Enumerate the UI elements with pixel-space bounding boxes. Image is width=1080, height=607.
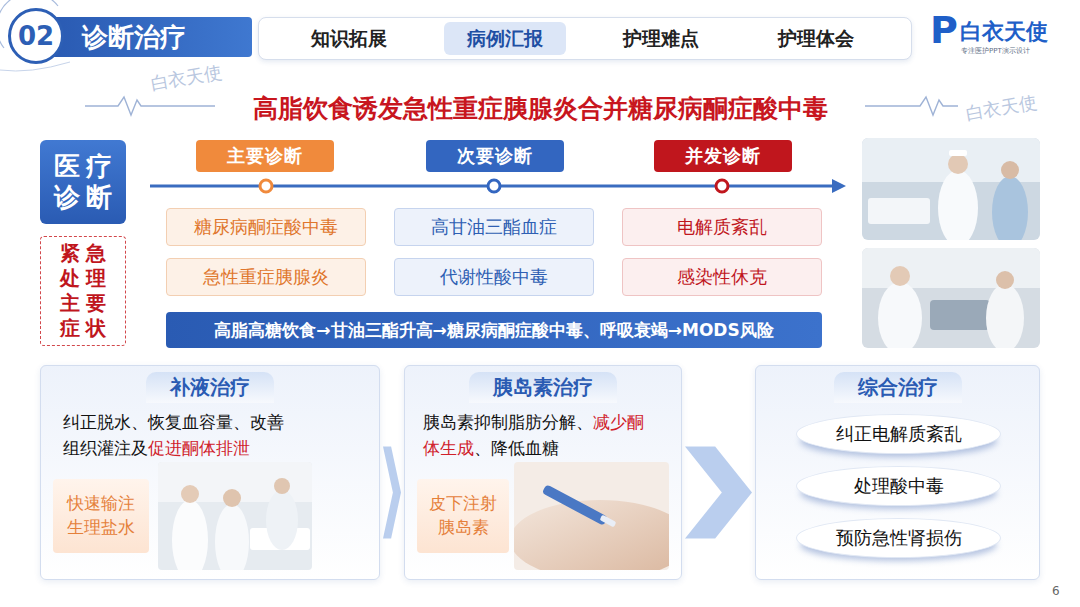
nav-bar: 知识拓展 护理难点 护理体会 病例汇报 — [258, 17, 912, 60]
nav-tab: 护理难点 — [623, 26, 699, 52]
node-text: 快速输注生理盐水 — [66, 492, 136, 540]
ward-photo — [862, 248, 1040, 348]
timeline-arrow — [150, 179, 846, 193]
node-text: 皮下注射胰岛素 — [428, 492, 498, 540]
ward-photo — [862, 138, 1040, 240]
body-text: 、降低血糖 — [474, 438, 559, 458]
diagnosis-box: 代谢性酸中毒 — [394, 258, 594, 296]
category-pill: 并发诊断 — [654, 140, 792, 172]
node-text: 电解质紊乱 — [677, 215, 767, 239]
node-text: 感染性休克 — [677, 265, 767, 289]
diagnosis-box: 电解质紊乱 — [622, 208, 822, 246]
node-text: 医疗诊断 — [47, 151, 119, 213]
node-text: 病例汇报 — [467, 26, 543, 52]
insulin-photo — [514, 462, 669, 570]
node-text: 代谢性酸中毒 — [440, 265, 548, 289]
panel-title: 综合治疗 — [834, 372, 962, 403]
node-text: 主要诊断 — [227, 144, 303, 168]
measure-pill: 纠正电解质紊乱 — [796, 414, 1001, 454]
diagnosis-box: 感染性休克 — [622, 258, 822, 296]
watermark: 白衣天使 — [148, 60, 223, 96]
flow-chevron — [383, 447, 401, 539]
node-text: 处理酸中毒 — [854, 474, 944, 498]
section-number: 02 — [8, 8, 64, 64]
node-text: 预防急性肾损伤 — [836, 526, 962, 550]
node-text: 02 — [18, 21, 54, 51]
node-text: 紧急处理主要症状 — [53, 241, 113, 341]
node-text: 高脂高糖饮食→甘油三酯升高→糖尿病酮症酸中毒、呼吸衰竭→MODS风险 — [214, 319, 773, 342]
panel-body: 胰岛素抑制脂肪分解、减少酮体生成、降低血糖 — [423, 410, 658, 461]
header-decor — [0, 0, 70, 71]
node-text: 并发诊断 — [685, 144, 761, 168]
diagnosis-box: 高甘油三酯血症 — [394, 208, 594, 246]
node-text: 高甘油三酯血症 — [431, 215, 557, 239]
logo-mark: P — [930, 8, 958, 52]
section-title-band: 诊断治疗 — [36, 17, 252, 57]
logo-name: 白衣天使 — [960, 17, 1048, 47]
highlight-text: 促进酮体排泄 — [148, 438, 250, 458]
diagnosis-box: 急性重症胰腺炎 — [166, 258, 366, 296]
category-pill: 主要诊断 — [196, 140, 334, 172]
node-text: 急性重症胰腺炎 — [203, 265, 329, 289]
nav-tab-active: 病例汇报 — [444, 22, 566, 55]
panel-title: 补液治疗 — [146, 372, 274, 403]
watermark: 白衣天使 — [963, 90, 1038, 126]
node-text: 诊断治疗 — [82, 20, 186, 55]
panel-title: 胰岛素治疗 — [469, 372, 617, 403]
panel-body: 纠正脱水、恢复血容量、改善组织灌注及促进酮体排泄 — [63, 410, 298, 461]
node-text: 次要诊断 — [457, 144, 533, 168]
diagnosis-box: 糖尿病酮症酸中毒 — [166, 208, 366, 246]
treatment-panel: 综合治疗纠正电解质紊乱处理酸中毒预防急性肾损伤 — [755, 365, 1040, 580]
node-text: 纠正电解质紊乱 — [836, 422, 962, 446]
method-tag: 皮下注射胰岛素 — [417, 479, 509, 553]
nav-tab: 知识拓展 — [311, 26, 387, 52]
node-text: 糖尿病酮症酸中毒 — [194, 215, 338, 239]
body-text: 胰岛素抑制脂肪分解、 — [423, 412, 593, 432]
measure-pill: 处理酸中毒 — [796, 466, 1001, 506]
treatment-panel: 胰岛素治疗胰岛素抑制脂肪分解、减少酮体生成、降低血糖皮下注射胰岛素 — [404, 365, 682, 580]
flow-chevron — [685, 447, 752, 539]
slide-title: 高脂饮食诱发急性重症胰腺炎合并糖尿病酮症酸中毒 — [0, 92, 1080, 125]
logo-slogan: 专注医护PPT演示设计 — [961, 46, 1030, 56]
pathway-band: 高脂高糖饮食→甘油三酯升高→糖尿病酮症酸中毒、呼吸衰竭→MODS风险 — [166, 312, 822, 348]
infusion-photo — [158, 462, 312, 570]
page-number: 6 — [1052, 584, 1060, 598]
method-tag: 快速输注生理盐水 — [53, 479, 149, 553]
urgent-note-box: 紧急处理主要症状 — [40, 236, 126, 346]
nav-tab: 护理体会 — [778, 26, 854, 52]
diagnosis-heading-box: 医疗诊断 — [40, 140, 126, 224]
treatment-panel: 补液治疗纠正脱水、恢复血容量、改善组织灌注及促进酮体排泄快速输注生理盐水 — [40, 365, 380, 580]
measure-pill: 预防急性肾损伤 — [796, 518, 1001, 558]
category-pill: 次要诊断 — [426, 140, 564, 172]
panel-ground — [40, 365, 1040, 580]
